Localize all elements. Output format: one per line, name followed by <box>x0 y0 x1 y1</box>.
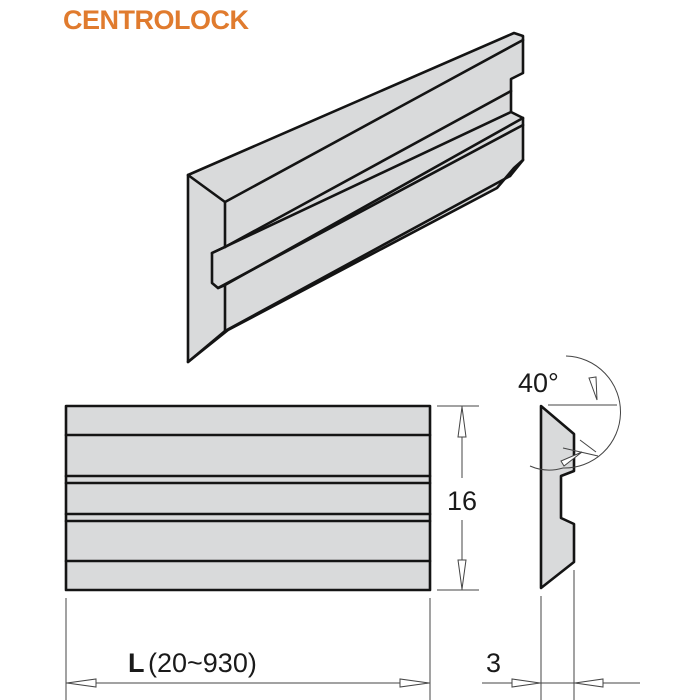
isometric-view <box>186 31 525 364</box>
length-symbol: L <box>128 648 145 678</box>
angle-cross-tick-2 <box>579 439 597 453</box>
front-view <box>64 404 432 592</box>
arrow-right-icon <box>399 678 430 688</box>
arrow-left-icon <box>66 678 97 688</box>
isometric-rib-top-edge <box>210 110 513 255</box>
profile-cross-section <box>539 404 576 590</box>
thickness-dimension: 3 <box>482 570 640 700</box>
thickness-dimension-label: 3 <box>486 648 501 678</box>
length-range: (20~930) <box>148 648 257 678</box>
product-title: CENTROLOCK <box>63 5 249 35</box>
thickness-arrow-right-icon <box>511 678 541 688</box>
isometric-right-bevel <box>508 158 525 178</box>
length-dimension: L (20~930) <box>65 598 431 700</box>
arrow-down-icon <box>457 559 467 590</box>
height-dimension-label: 16 <box>447 486 477 516</box>
thickness-arrow-left-icon <box>574 678 604 688</box>
angle-arc <box>529 355 621 471</box>
angle-cross-tick <box>562 447 599 457</box>
height-dimension: 16 <box>437 405 479 591</box>
profile-view: 40° <box>518 355 621 590</box>
front-view-outline <box>64 404 432 592</box>
angle-arrow-bottom-icon <box>560 451 583 467</box>
angle-arrow-top-icon <box>588 376 598 401</box>
isometric-lower-face-bottom-edge <box>223 174 512 333</box>
arrow-up-icon <box>457 406 467 438</box>
isometric-bevel-edge <box>186 329 227 364</box>
isometric-upper-face-lower-edge <box>223 89 513 249</box>
isometric-rib-inner-edge <box>216 123 525 290</box>
angle-dimension-label: 40° <box>518 368 559 398</box>
